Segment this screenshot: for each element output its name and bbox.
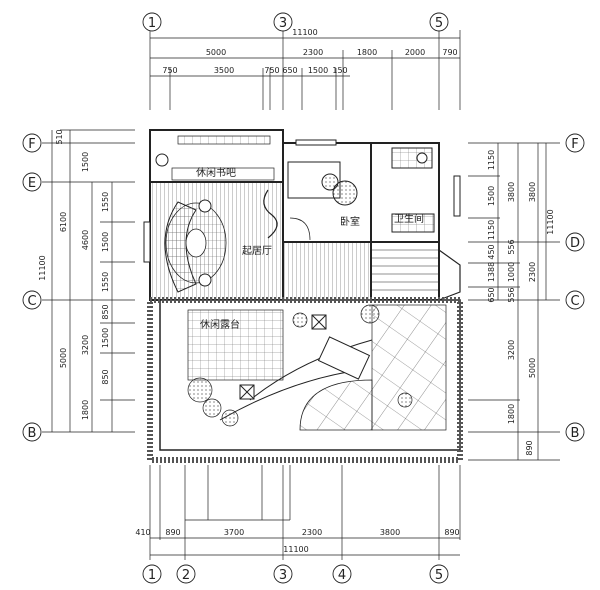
dim-bottom-410: 410 (135, 528, 150, 537)
dim-bottom-total: 11100 (283, 545, 308, 554)
axis-label-top-3: 3 (279, 16, 287, 31)
dim-right-1000: 1000 (507, 262, 516, 282)
staircase (370, 241, 461, 301)
dim-bottom-3700: 3700 (224, 528, 244, 537)
axis-bubble-right-F (565, 133, 585, 153)
axis-label-right-B: B (571, 426, 580, 441)
terrace-garden: 休闲露台 (147, 297, 463, 463)
study-room: 休闲书吧 (149, 129, 284, 183)
dim-left-1800: 1800 (81, 400, 90, 420)
bathroom: 卫生间 (370, 142, 440, 243)
dim-top-750b: 750 (264, 66, 279, 75)
dim-left-11100: 11100 (38, 255, 47, 280)
dim-bottom-3800: 3800 (380, 528, 400, 537)
room-label-bath: 卫生间 (394, 212, 424, 225)
axis-label-bottom-3: 3 (279, 568, 287, 583)
axis-bubble-top-5 (429, 12, 449, 32)
dim-top-total: 11100 (292, 28, 317, 37)
dim-left-510: 510 (55, 129, 64, 144)
axis-label-left-B: B (28, 426, 37, 441)
axis-label-left-C: C (27, 294, 36, 309)
dim-top-650: 650 (282, 66, 297, 75)
dim-left-1500: 1500 (81, 152, 90, 172)
dim-left-1500c: 1500 (101, 328, 110, 348)
axis-label-top-1: 1 (148, 16, 156, 31)
room-label-bedroom: 卧室 (340, 215, 360, 228)
dim-left-850a: 850 (101, 304, 110, 319)
axis-bubble-right-B (565, 422, 585, 442)
dim-left-850b: 850 (101, 369, 110, 384)
dim-right-5000: 5000 (528, 358, 537, 378)
axis-bubble-left-F (22, 133, 42, 153)
axis-bubble-bottom-1 (142, 564, 162, 584)
axis-bubble-top-3 (273, 12, 293, 32)
dim-top-2000: 2000 (405, 48, 425, 57)
axis-label-right-D: D (570, 236, 580, 251)
dim-top-3500: 3500 (214, 66, 234, 75)
dim-bottom-2300: 2300 (302, 528, 322, 537)
dim-right-11100: 11100 (546, 209, 555, 234)
axis-bubble-top-1 (142, 12, 162, 32)
axis-label-bottom-2: 2 (182, 568, 190, 583)
room-label-living: 起居厅 (242, 245, 272, 257)
axis-bubble-bottom-4 (332, 564, 352, 584)
dim-right-450a: 450 (487, 244, 496, 259)
axis-label-left-F: F (28, 137, 35, 152)
dim-right-556a: 556 (507, 239, 516, 254)
axis-bubbles (22, 12, 585, 584)
windows (143, 139, 461, 263)
dim-left-1500b: 1500 (101, 232, 110, 252)
dim-right-1150a: 1150 (487, 150, 496, 170)
axis-bubble-bottom-3 (273, 564, 293, 584)
dim-right-1500: 1500 (487, 186, 496, 206)
dim-left-3200: 3200 (81, 335, 90, 355)
dim-left-6100: 6100 (59, 212, 68, 232)
axis-bubble-right-C (565, 290, 585, 310)
axis-label-left-E: E (28, 176, 36, 191)
dim-top-150: 150 (332, 66, 347, 75)
axis-bubble-right-D (565, 232, 585, 252)
dim-right-3800b: 3800 (528, 182, 537, 202)
dim-top-790: 790 (442, 48, 457, 57)
axis-bubble-bottom-5 (429, 564, 449, 584)
dim-top-2300: 2300 (303, 48, 323, 57)
dim-left-4600: 4600 (81, 230, 90, 250)
dim-right-1388: 1388 (487, 262, 496, 282)
dim-top-5000: 5000 (206, 48, 226, 57)
dim-right-1150b: 1150 (487, 220, 496, 240)
dim-top-1500: 1500 (308, 66, 328, 75)
dim-right-3800a: 3800 (507, 182, 516, 202)
dim-left-1550a: 1550 (101, 192, 110, 212)
dim-top-1800: 1800 (357, 48, 377, 57)
dim-right-1800: 1800 (507, 404, 516, 424)
axis-label-right-F: F (571, 137, 578, 152)
dim-right-3200: 3200 (507, 340, 516, 360)
dim-right-650: 650 (487, 287, 496, 302)
room-label-terrace: 休闲露台 (200, 318, 240, 331)
axis-label-bottom-5: 5 (435, 568, 443, 583)
axis-label-bottom-4: 4 (338, 568, 346, 583)
dim-left-1550b: 1550 (101, 272, 110, 292)
dim-bottom-890a: 890 (165, 528, 180, 537)
axis-bubble-bottom-2 (176, 564, 196, 584)
living-room: 起居厅 (149, 181, 373, 301)
dimension-lines (42, 30, 560, 560)
dim-right-556b: 556 (507, 287, 516, 302)
dim-right-2300: 2300 (528, 262, 537, 282)
room-label-study: 休闲书吧 (196, 166, 236, 179)
axis-label-top-5: 5 (435, 16, 443, 31)
dim-left-5000: 5000 (59, 348, 68, 368)
axis-bubble-left-E (22, 172, 42, 192)
axis-bubble-left-C (22, 290, 42, 310)
axis-label-bottom-1: 1 (148, 568, 156, 583)
dim-top-750a: 750 (162, 66, 177, 75)
dim-bottom-890b: 890 (444, 528, 459, 537)
dim-right-890: 890 (525, 440, 534, 455)
axis-bubble-left-B (22, 422, 42, 442)
axis-label-right-C: C (570, 294, 579, 309)
